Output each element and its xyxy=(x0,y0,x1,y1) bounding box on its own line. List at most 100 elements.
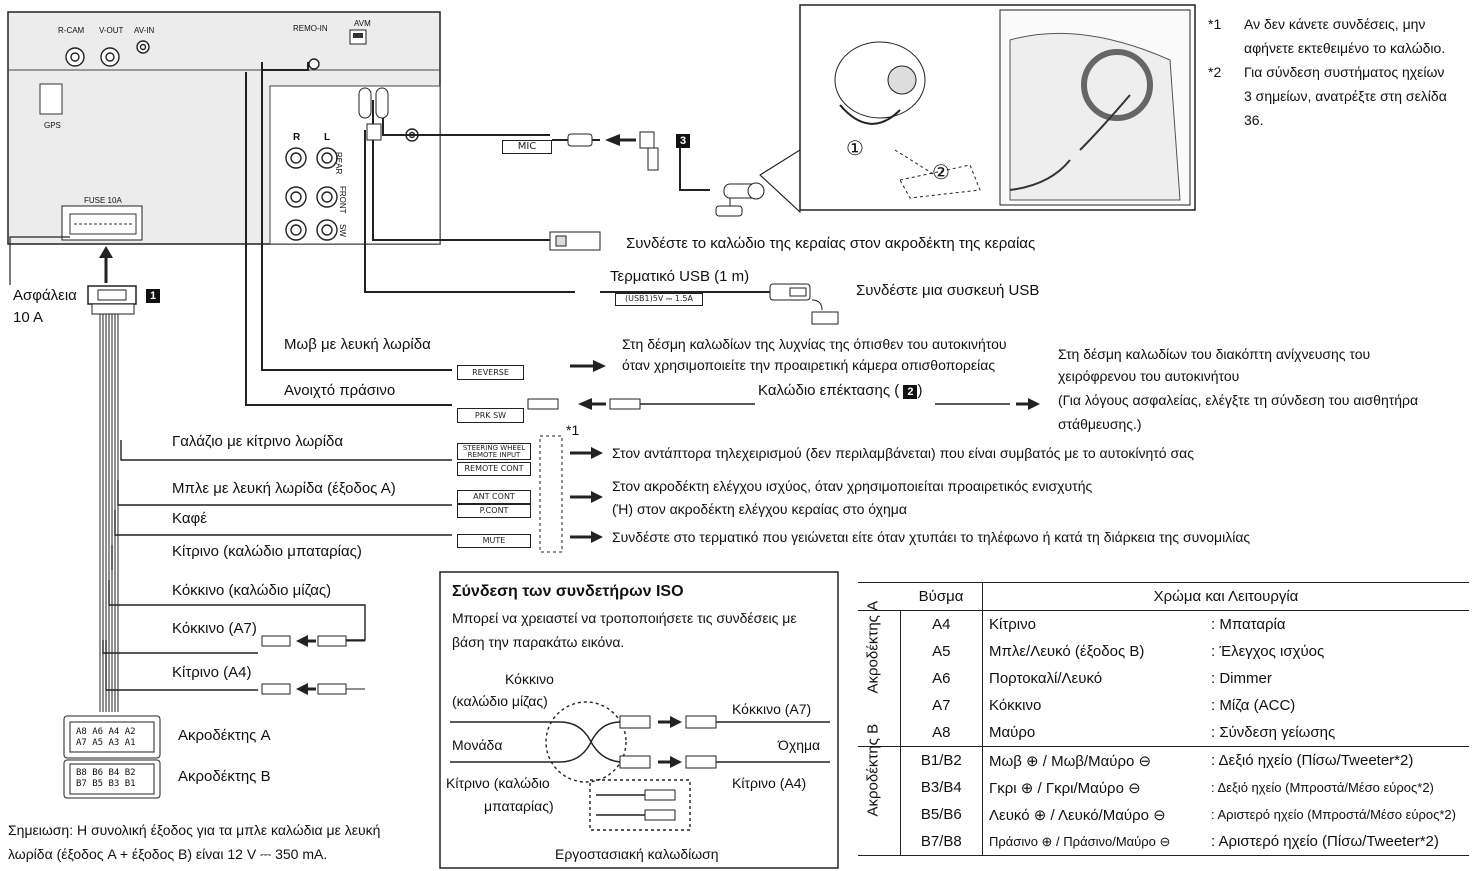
bottom-note-line1: Σημειωση: Η συνολική έξοδος για τα μπλε … xyxy=(8,822,381,838)
connector-b-row1: B8 B6 B4 B2 xyxy=(76,768,136,778)
iso-title: Σύνδεση των συνδετήρων ISO xyxy=(452,583,684,600)
note-1-mark: *1 xyxy=(1208,16,1222,32)
extension-close: ) xyxy=(917,382,923,399)
color-cell: Μαύρο xyxy=(989,724,1036,741)
table-row: Ακροδέκτης A A4 Κίτρινο : Μπαταρία xyxy=(858,601,1469,747)
iso-red-a7: Κόκκινο (A7) xyxy=(732,701,812,717)
prk-line2: χειρόφρενου του αυτοκινήτου xyxy=(1058,368,1240,384)
steering-tag-1: STEERING WHEEL xyxy=(457,443,531,452)
iso-line2: βάση την παρακάτω εικόνα. xyxy=(452,634,625,650)
prk-wire: Ανοιχτό πράσινο xyxy=(284,382,396,399)
connector-a-label: Ακροδέκτης A xyxy=(178,727,271,744)
table-header: Βύσμα Χρώμα και Λειτουργία xyxy=(858,582,1469,611)
connector-b-row2: B7 B5 B3 B1 xyxy=(76,779,136,789)
pin-cell: B7/B8 xyxy=(900,828,983,856)
note-2-line3: 36. xyxy=(1244,112,1264,128)
gps-port xyxy=(39,83,63,115)
pin-cell: A5 xyxy=(900,638,983,665)
usb-tag: (USB1)5V ⎓ 1.5A xyxy=(615,293,703,306)
iso-vehicle: Όχημα xyxy=(778,737,821,753)
red-ignition-wire: Κόκκινο (καλώδιο μίζας) xyxy=(172,582,332,599)
marker-3: 3 xyxy=(676,134,690,148)
fuse-value: 10 A xyxy=(13,309,44,326)
antenna-text: Συνδέστε το καλώδιο της κεραίας στον ακρ… xyxy=(626,235,1036,252)
color-cell: Γκρι ⊕ / Γκρι/Μαύρο ⊖ xyxy=(989,779,1141,797)
label-avm: AVM xyxy=(354,19,371,28)
pin-cell: A7 xyxy=(900,692,983,719)
pin-cell: A8 xyxy=(900,719,983,747)
label-l: L xyxy=(324,132,331,143)
bottom-note-line2: λωρίδα (έξοδος A + έξοδος B) είναι 12 V … xyxy=(8,846,328,862)
reverse-line2: όταν χρησιμοποιείτε την προαιρετική κάμε… xyxy=(622,357,996,373)
mic-tag: MIC xyxy=(502,140,552,154)
label-av-in: AV-IN xyxy=(134,26,155,35)
head-function: Χρώμα και Λειτουργία xyxy=(1153,588,1299,605)
mute-text: Συνδέστε στο τερματικό που γειώνεται είτ… xyxy=(612,529,1251,545)
connector-a-row2: A7 A5 A3 A1 xyxy=(76,738,136,748)
function-cell: : Δεξιό ηχείο (Μπροστά/Μέσο εύρος*2) xyxy=(1211,780,1434,795)
extension-cable: Καλώδιο επέκτασης ( 2) xyxy=(758,382,922,399)
label-rear: REAR xyxy=(334,152,343,175)
steering-tag-2: REMOTE INPUT xyxy=(457,451,531,460)
label-fuse: FUSE 10A xyxy=(84,196,122,205)
reverse-wire: Μωβ με λευκή λωρίδα xyxy=(284,336,431,353)
iso-yellow-a4: Κίτρινο (A4) xyxy=(732,775,807,791)
table-row: A8 Μαύρο : Σύνδεση γείωσης xyxy=(858,719,1469,747)
ant-cont-tag: ANT CONT xyxy=(457,490,531,504)
label-v-out: V-OUT xyxy=(99,26,124,35)
function-cell: : Έλεγχος ισχύος xyxy=(1211,643,1325,660)
extension-label: Καλώδιο επέκτασης ( xyxy=(758,382,900,399)
function-cell: : Σύνδεση γείωσης xyxy=(1211,724,1336,741)
pin-cell: B3/B4 xyxy=(900,774,983,801)
function-cell: : Αριστερό ηχείο (Πίσω/Tweeter*2) xyxy=(1211,833,1439,850)
red-a7-wire: Κόκκινο (A7) xyxy=(172,620,257,637)
mic-step-two: ② xyxy=(932,162,950,184)
function-cell: : Μίζα (ACC) xyxy=(1211,697,1296,714)
head-connector: Βύσμα xyxy=(900,582,983,611)
label-gps: GPS xyxy=(44,121,61,130)
marker-2: 2 xyxy=(903,385,918,399)
color-cell: Κίτρινο xyxy=(989,616,1036,633)
fuse-label: Ασφάλεια xyxy=(13,287,77,304)
steering-tag-3: REMOTE CONT xyxy=(457,462,531,476)
pin-cell: B1/B2 xyxy=(900,746,983,774)
usb-label: Τερματικό USB (1 m) xyxy=(610,268,750,285)
mute-wire: Καφέ xyxy=(172,510,207,527)
iso-yellow: Κίτρινο (καλώδιο xyxy=(446,775,550,791)
iso-line1: Μπορεί να χρειαστεί να τροποποιήσετε τις… xyxy=(452,610,797,626)
note-2-line2: 3 σημείων, ανατρέξτε στη σελίδα xyxy=(1244,88,1447,104)
steering-text: Στον αντάπτορα τηλεχειρισμού (δεν περιλα… xyxy=(612,445,1194,461)
steering-note-mark: *1 xyxy=(566,422,580,438)
pin-cell: A6 xyxy=(900,665,983,692)
ant-cont-line2: (Ή) στον ακροδέκτη ελέγχου κεραίας στο ό… xyxy=(612,501,907,517)
pin-cell: A4 xyxy=(900,610,983,638)
color-cell: Πράσινο ⊕ / Πράσινο/Μαύρο ⊖ xyxy=(989,833,1171,849)
iso-factory: Εργοστασιακή καλωδίωση xyxy=(555,846,719,862)
label-r: R xyxy=(293,132,301,143)
color-cell: Μπλε/Λευκό (έξοδος B) xyxy=(989,643,1145,660)
ant-cont-line1: Στον ακροδέκτη ελέγχου ισχύος, όταν χρησ… xyxy=(612,478,1093,494)
table-row: A5 Μπλε/Λευκό (έξοδος B) : Έλεγχος ισχύος xyxy=(858,638,1469,665)
mute-tag: MUTE xyxy=(457,534,531,548)
label-r-cam: R-CAM xyxy=(58,26,85,35)
note-1-line2: αφήνετε εκτεθειμένο το καλώδιο. xyxy=(1244,40,1446,56)
connector-b-label: Ακροδέκτης B xyxy=(178,768,271,785)
color-cell: Πορτοκαλί/Λευκό xyxy=(989,670,1103,687)
iso-battery: μπαταρίας) xyxy=(484,798,554,814)
yellow-a4-wire: Κίτρινο (A4) xyxy=(172,664,252,681)
function-cell: : Μπαταρία xyxy=(1211,616,1286,633)
function-cell: : Δεξιό ηχείο (Πίσω/Tweeter*2) xyxy=(1211,752,1414,769)
iso-red: Κόκκινο xyxy=(505,671,554,687)
connector-a-row1: A8 A6 A4 A2 xyxy=(76,727,136,737)
iso-ignition: (καλώδιο μίζας) xyxy=(452,693,548,709)
function-cell: : Αριστερό ηχείο (Μπροστά/Μέσο εύρος*2) xyxy=(1211,807,1456,822)
prk-line3: (Για λόγους ασφαλείας, ελέγξτε τη σύνδεσ… xyxy=(1058,392,1419,408)
group-label-a: Ακροδέκτης A xyxy=(864,600,882,694)
iso-unit: Μονάδα xyxy=(452,737,503,753)
